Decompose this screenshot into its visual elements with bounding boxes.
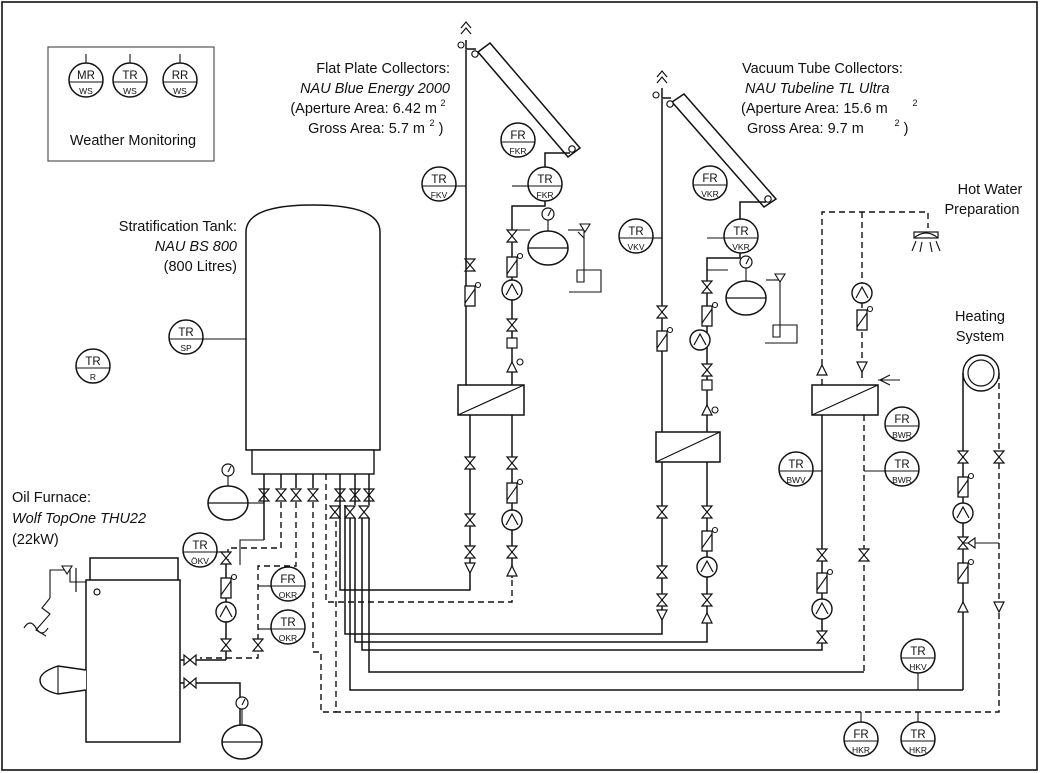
sensor-fr-vkr: FR VKR bbox=[692, 165, 728, 201]
sensor-fr-bwr: FR BWR bbox=[884, 406, 920, 442]
sensor-tag: TR bbox=[788, 459, 803, 471]
sensor-sub: R bbox=[90, 372, 96, 382]
stratification-tank bbox=[245, 204, 381, 475]
sensor-tag: TR bbox=[85, 356, 100, 368]
furnace-model: Wolf TopOne THU22 bbox=[12, 511, 146, 527]
sensor-tag: FR bbox=[702, 173, 717, 185]
sensor-fr-hkr: FR HKR bbox=[843, 712, 879, 757]
vacuum-tube-title: Vacuum Tube Collectors: bbox=[742, 61, 903, 77]
sensor-sub: HKR bbox=[852, 745, 870, 755]
oil-furnace bbox=[23, 557, 181, 743]
sensor-tag: FR bbox=[853, 729, 868, 741]
heating-loop bbox=[952, 354, 1005, 690]
sensor-tr-vkv: TR VKV bbox=[618, 218, 662, 254]
sensor-sub: WS bbox=[173, 86, 187, 96]
tank-model: NAU BS 800 bbox=[155, 239, 237, 255]
furnace-title: Oil Furnace: bbox=[12, 490, 91, 506]
sensor-tr-bwv: TR BWV bbox=[778, 451, 822, 487]
sensor-sub: WS bbox=[123, 86, 137, 96]
vacuum-tube-aperture-exp: 2 bbox=[912, 98, 917, 108]
sensor-rr-ws: RR WS bbox=[162, 54, 198, 98]
vacuum-tube-label: Vacuum Tube Collectors: NAU Tubeline TL … bbox=[741, 61, 918, 137]
sensor-tag: TR bbox=[894, 459, 909, 471]
sensor-tag: TR bbox=[122, 70, 137, 82]
flat-plate-model: NAU Blue Energy 2000 bbox=[300, 81, 450, 97]
sensor-tag: TR bbox=[628, 226, 643, 238]
sensor-sub: OKR bbox=[279, 590, 297, 600]
sensor-tag: TR bbox=[910, 646, 925, 658]
weather-monitoring-panel: MR WS TR WS RR WS Weather Monitoring bbox=[47, 46, 215, 162]
sensor-tr-sp: TR SP bbox=[168, 319, 204, 355]
vacuum-tube-gross-close: ) bbox=[904, 121, 909, 137]
sensor-tag: TR bbox=[537, 174, 552, 186]
vacuum-tube-gross-exp: 2 bbox=[894, 118, 899, 128]
flat-plate-aperture: (Aperture Area: 6.42 m bbox=[290, 101, 437, 117]
sensor-tag: TR bbox=[178, 327, 193, 339]
sensor-tr-fkr: TR FKR bbox=[512, 166, 563, 202]
sensor-sub: WS bbox=[79, 86, 93, 96]
sensor-tr-hkv: TR HKV bbox=[900, 638, 936, 690]
sensor-sub: FKR bbox=[537, 190, 554, 200]
sensor-tag: FR bbox=[280, 574, 295, 586]
sensor-fr-okr: FR OKR bbox=[258, 566, 306, 602]
sensor-tag: TR bbox=[192, 540, 207, 552]
sensor-tag: TR bbox=[733, 226, 748, 238]
hot-water-loop bbox=[811, 211, 941, 672]
sensor-sub: SP bbox=[180, 343, 192, 353]
sensor-tag: RR bbox=[172, 70, 189, 82]
furnace-power: (22kW) bbox=[12, 532, 59, 548]
sensor-sub: FKR bbox=[510, 146, 527, 156]
sensor-tr-okr: TR OKR bbox=[258, 609, 306, 645]
sensor-sub: OKR bbox=[279, 633, 297, 643]
flat-plate-aperture-exp: 2 bbox=[440, 98, 445, 108]
sensor-tr-fkv: TR FKV bbox=[421, 166, 466, 202]
sensor-sub: ÖKV bbox=[191, 556, 209, 566]
sensor-tag: FR bbox=[894, 414, 909, 426]
sensor-tr-r: TR R bbox=[75, 348, 111, 384]
sensor-tr-bwr: TR BWR bbox=[864, 451, 920, 487]
vacuum-tube-collector bbox=[652, 70, 778, 208]
tank-capacity: (800 Litres) bbox=[164, 259, 237, 275]
flat-plate-label: Flat Plate Collectors: NAU Blue Energy 2… bbox=[290, 61, 450, 137]
sensor-sub: BWR bbox=[892, 430, 912, 440]
sensor-tag: TR bbox=[431, 174, 446, 186]
sensor-tr-hkr: TR HKR bbox=[900, 712, 936, 757]
hot-water-label-1: Hot Water bbox=[958, 182, 1023, 198]
sensor-sub: BWV bbox=[786, 475, 806, 485]
tank-distribution bbox=[180, 463, 1000, 760]
flat-plate-gross-exp: 2 bbox=[429, 118, 434, 128]
vacuum-tube-loop bbox=[655, 99, 798, 630]
sensor-fr-fkr: FR FKR bbox=[500, 122, 536, 158]
sensor-sub: VKV bbox=[627, 242, 644, 252]
sensor-tag: TR bbox=[280, 617, 295, 629]
vacuum-tube-gross: Gross Area: 9.7 m bbox=[747, 121, 864, 137]
sensor-sub: FKV bbox=[431, 190, 448, 200]
heating-label-1: Heating bbox=[955, 309, 1005, 325]
sensor-tr-vkr: TR VKR bbox=[707, 218, 759, 254]
sensor-sub: VKR bbox=[701, 189, 718, 199]
sensor-tr-ws: TR WS bbox=[112, 54, 148, 98]
weather-monitoring-label: Weather Monitoring bbox=[70, 133, 196, 149]
flat-plate-collector bbox=[457, 21, 582, 159]
sensor-tag: TR bbox=[910, 729, 925, 741]
tank-title: Stratification Tank: bbox=[119, 219, 237, 235]
sensor-tr-okv: TR ÖKV bbox=[182, 532, 226, 568]
sensor-mr-ws: MR WS bbox=[68, 54, 104, 98]
sensor-sub: HKV bbox=[909, 662, 927, 672]
flat-plate-gross: Gross Area: 5.7 m bbox=[308, 121, 425, 137]
sensor-tag: MR bbox=[77, 70, 95, 82]
flat-plate-title: Flat Plate Collectors: bbox=[316, 61, 450, 77]
sensor-sub: VKR bbox=[732, 242, 749, 252]
sensor-tag: FR bbox=[510, 130, 525, 142]
hot-water-label-2: Preparation bbox=[945, 202, 1020, 218]
sensor-sub: HKR bbox=[909, 745, 927, 755]
vacuum-tube-aperture: (Aperture Area: 15.6 m bbox=[741, 101, 888, 117]
heating-label-2: System bbox=[956, 329, 1004, 345]
sensor-sub: BWR bbox=[892, 475, 912, 485]
flat-plate-loop bbox=[457, 50, 602, 578]
flat-plate-gross-close: ) bbox=[439, 121, 444, 137]
vacuum-tube-model: NAU Tubeline TL Ultra bbox=[745, 81, 890, 97]
